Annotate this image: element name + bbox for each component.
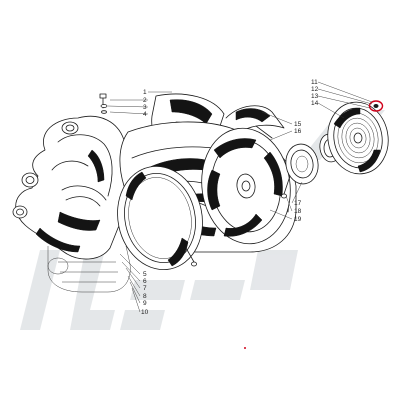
engine-housing <box>12 115 131 293</box>
callout-11: 11 <box>311 79 318 86</box>
callout-labels: 1 2 3 4 11 12 13 14 15 16 17 18 19 5 6 7… <box>141 79 319 316</box>
highlight-marker <box>244 100 384 349</box>
fastener-stack <box>99 93 108 114</box>
fan-ring <box>117 165 203 271</box>
callout-1: 1 <box>143 89 147 96</box>
callout-2: 2 <box>143 97 147 104</box>
callout-4: 4 <box>143 111 147 118</box>
leader-lines <box>107 81 373 313</box>
callout-6: 6 <box>143 278 147 285</box>
stator-plate <box>281 143 319 199</box>
recoil-cover <box>319 101 389 175</box>
callout-15: 15 <box>294 121 302 128</box>
callout-5: 5 <box>143 271 147 278</box>
callout-8: 8 <box>143 293 147 300</box>
callout-13: 13 <box>311 93 319 100</box>
callout-10: 10 <box>141 309 149 316</box>
callout-14: 14 <box>311 100 319 107</box>
callout-3: 3 <box>143 104 147 111</box>
callout-7: 7 <box>143 285 147 292</box>
callout-9: 9 <box>143 300 147 307</box>
callout-18: 18 <box>294 208 302 215</box>
callout-17: 17 <box>294 200 302 207</box>
callout-16: 16 <box>294 128 302 135</box>
fan-impeller <box>201 127 291 245</box>
callout-19: 19 <box>294 216 302 223</box>
callout-12: 12 <box>311 86 319 93</box>
